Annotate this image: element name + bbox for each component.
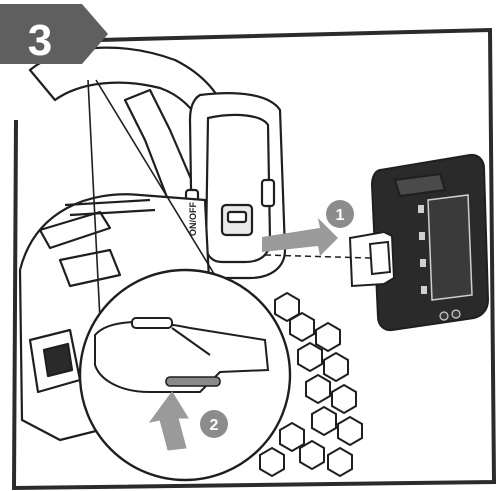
step-number: 3: [28, 16, 52, 65]
battery-pack: [350, 155, 488, 330]
callout-1-number: 1: [336, 207, 345, 224]
callout-2: 2: [200, 410, 228, 438]
callout-2-number: 2: [210, 417, 219, 434]
release-latch: [166, 377, 220, 386]
switch-label: ON/OFF: [188, 202, 198, 236]
callout-1: 1: [326, 200, 354, 228]
